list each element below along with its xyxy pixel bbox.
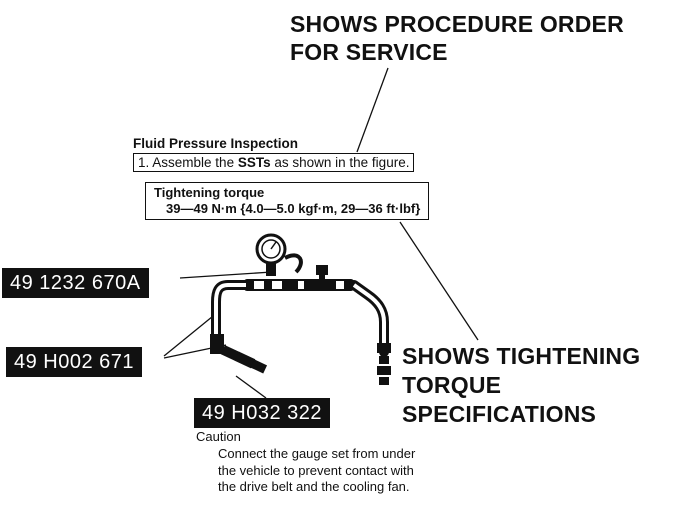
caution-line-1: Connect the gauge set from under bbox=[218, 446, 416, 461]
manifold-body bbox=[244, 279, 354, 291]
caution-heading: Caution bbox=[196, 429, 241, 444]
caution-line-2: the vehicle to prevent contact with bbox=[218, 462, 414, 478]
torque-value: 39—49 N·m {4.0—5.0 kgf·m, 29—36 ft·lbf} bbox=[166, 201, 421, 216]
leader-line-gauge-set bbox=[179, 271, 273, 279]
callout-tightening-torque: SHOWS TIGHTENING TORQUE SPECIFICATIONS bbox=[402, 342, 640, 429]
callout-torque-line-2: TORQUE bbox=[402, 372, 502, 398]
step-instruction: 1. Assemble the SSTs as shown in the fig… bbox=[133, 153, 415, 172]
callout-procedure-order-line-2: FOR SERVICE bbox=[290, 39, 448, 65]
torque-heading: Tightening torque bbox=[154, 185, 265, 200]
part-label-fitting: 49 H032 322 bbox=[194, 398, 331, 428]
step-number: 1. bbox=[138, 155, 150, 170]
leader-line-procedure-order bbox=[356, 67, 389, 153]
part-label-hose-adapter: 49 H002 671 bbox=[6, 347, 143, 377]
leader-line-hose-adapter-1 bbox=[163, 311, 219, 357]
section-title: Fluid Pressure Inspection bbox=[133, 136, 299, 151]
leader-line-fitting bbox=[235, 375, 267, 399]
part-label-gauge-set: 49 1232 670A bbox=[2, 268, 149, 298]
leader-line-torque bbox=[399, 221, 479, 341]
caution-text: Connect the gauge set from under the veh… bbox=[218, 446, 415, 496]
step-text-after: as shown in the figure. bbox=[274, 155, 410, 170]
pressure-gauge bbox=[255, 233, 287, 276]
left-tube bbox=[211, 280, 251, 343]
callout-torque-line-1: SHOWS TIGHTENING bbox=[402, 343, 641, 369]
left-hose-fittings bbox=[210, 334, 268, 374]
callout-procedure-order: SHOWS PROCEDURE ORDER FOR SERVICE bbox=[290, 10, 624, 66]
step-text-before: Assemble the bbox=[152, 155, 235, 170]
callout-procedure-order-line-1: SHOWS PROCEDURE ORDER bbox=[290, 11, 624, 37]
callout-torque-line-3: SPECIFICATIONS bbox=[402, 401, 597, 427]
torque-spec-box: Tightening torque 39—49 N·m {4.0—5.0 kgf… bbox=[145, 182, 430, 220]
right-hose-fittings bbox=[377, 343, 391, 385]
caution-line-3: the drive belt and the cooling fan. bbox=[218, 479, 410, 494]
step-text-bold: SSTs bbox=[237, 155, 271, 170]
